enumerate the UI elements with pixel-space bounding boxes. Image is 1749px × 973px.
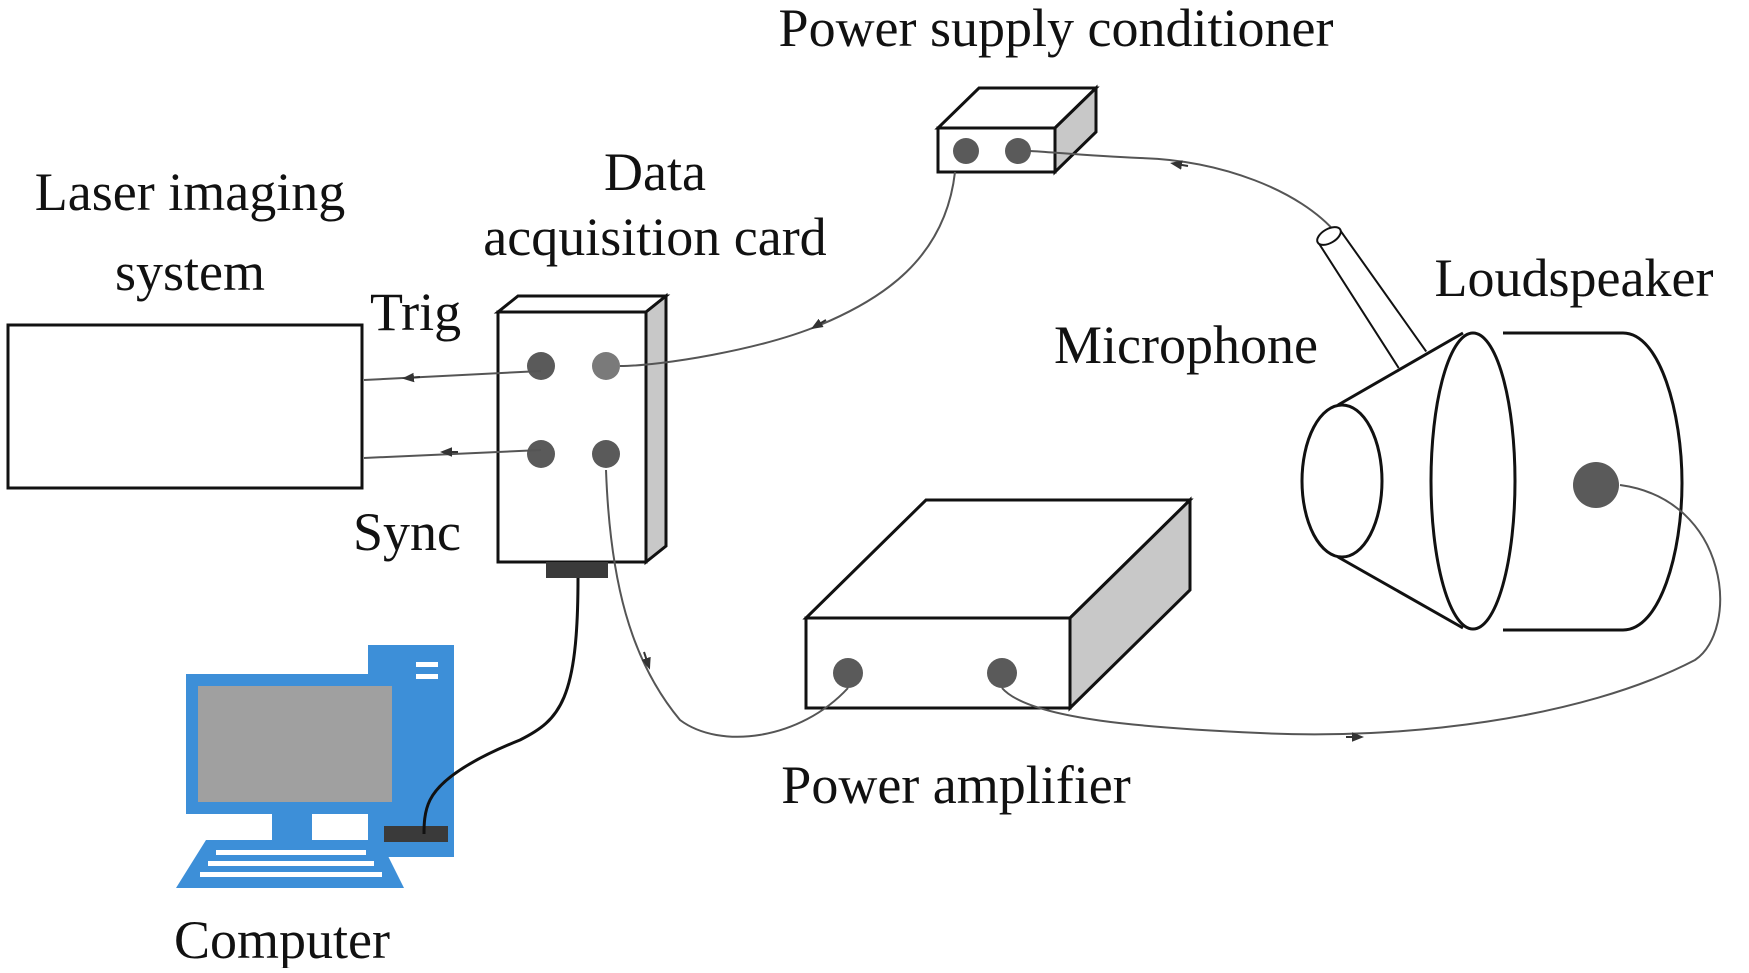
power-supply-conditioner-label: Power supply conditioner [779, 0, 1334, 58]
laser-imaging-label-line2: system [115, 242, 265, 302]
loudspeaker-small-ring [1300, 403, 1384, 559]
tower-slot-1 [416, 662, 438, 667]
laser-imaging-label-line1: Laser imaging [35, 162, 345, 222]
daq-usb-connector [546, 562, 608, 578]
power-supply-conditioner: Power supply conditioner [779, 0, 1334, 176]
loudspeaker-cone-top-edge [1337, 331, 1464, 407]
mic-to-psc-wire [1029, 150, 1338, 235]
sync-label: Sync [353, 502, 461, 562]
trig-wire-arrow [402, 372, 421, 383]
trig-wire [363, 370, 542, 381]
laser-imaging-system: Laser imaging system [6, 162, 364, 490]
microphone-icon: Microphone [1054, 226, 1430, 375]
power-amplifier-label: Power amplifier [781, 755, 1130, 815]
psc-to-daq-arrow [810, 318, 827, 330]
daq-label-line2: acquisition card [483, 207, 826, 267]
desktop-computer-icon: Computer [174, 645, 454, 970]
loudspeaker-cone-bottom-edge [1337, 555, 1464, 630]
computer-screen [198, 686, 392, 802]
daq-label-line1: Data [604, 142, 706, 202]
daq-to-amp-wire [605, 469, 849, 738]
amp-output-port [987, 658, 1017, 688]
data-acquisition-card: Data acquisition card Trig Sync [353, 142, 827, 578]
computer-label: Computer [174, 910, 390, 968]
loudspeaker-icon: Loudspeaker [1300, 248, 1714, 632]
microphone-body [1316, 228, 1430, 372]
daq-sync-port [527, 440, 555, 468]
loudspeaker-label: Loudspeaker [1435, 248, 1714, 308]
computer-connector [384, 826, 448, 842]
daq-front-face [496, 310, 648, 564]
loudspeaker-front-ring [1429, 331, 1517, 631]
psc-output-port [1005, 138, 1031, 164]
psc-input-port [953, 138, 979, 164]
amp-to-speaker-wire [1001, 484, 1721, 736]
daq-input-port [592, 352, 620, 380]
daq-to-computer-cable [422, 577, 580, 835]
daq-top-face [493, 294, 671, 314]
daq-side-face [644, 292, 668, 566]
daq-output-port [592, 440, 620, 468]
daq-to-amp-arrow [641, 651, 651, 670]
psc-front-face [936, 126, 1057, 174]
laser-imaging-system-box [6, 323, 364, 490]
microphone-label: Microphone [1054, 315, 1318, 375]
loudspeaker-input-port [1573, 462, 1619, 508]
amp-input-port [833, 658, 863, 688]
monitor-stand [272, 814, 312, 840]
daq-trig-port [527, 352, 555, 380]
keyboard-keys [200, 850, 382, 877]
trig-label: Trig [370, 282, 461, 342]
power-amplifier: Power amplifier [781, 496, 1194, 815]
microphone-tip [1316, 226, 1342, 246]
mic-to-psc-arrow [1170, 160, 1189, 170]
tower-slot-2 [416, 674, 438, 679]
sync-wire [363, 449, 542, 459]
